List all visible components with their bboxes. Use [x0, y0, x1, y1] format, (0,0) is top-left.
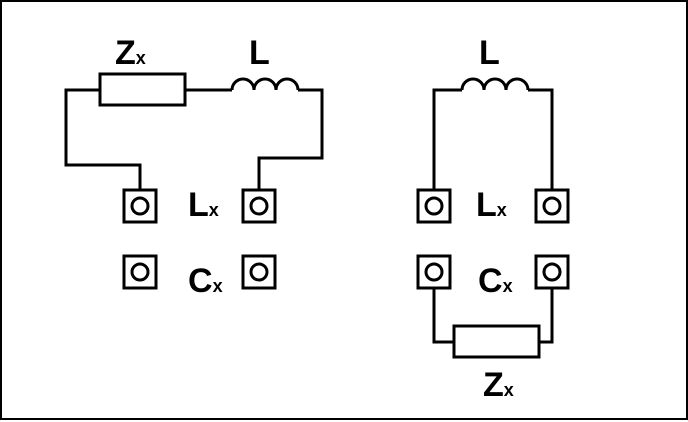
right-impedance-label: Zx	[483, 366, 514, 404]
left-wire-to-impedance	[64, 88, 142, 190]
left-cx-label: Cx	[188, 262, 223, 300]
left-terminal-lx-2	[241, 188, 277, 224]
right-lx-label: Lx	[476, 186, 507, 224]
left-terminal-lx-1	[122, 188, 158, 224]
left-inductor-coil	[230, 77, 300, 91]
left-terminal-cx-1	[122, 254, 158, 290]
right-labels: L Lx Cx Zx	[476, 34, 514, 404]
right-wire-left-to-impedance	[432, 288, 454, 344]
right-cx-label: Cx	[478, 262, 513, 300]
right-wire-impedance-to-right	[539, 288, 554, 344]
left-lx-label: Lx	[188, 186, 219, 224]
right-inductor-label: L	[479, 34, 500, 72]
left-labels: Zx L Lx Cx	[115, 34, 270, 300]
right-terminal-lx-2	[534, 188, 570, 224]
right-inductor-coil	[460, 77, 530, 91]
right-terminal-cx-2	[534, 254, 570, 290]
left-inductor-label: L	[249, 34, 270, 72]
left-impedance-label: Zx	[115, 34, 146, 72]
right-wire-left-to-inductor	[432, 88, 462, 190]
right-circuit	[416, 77, 570, 359]
left-terminal-cx-2	[241, 254, 277, 290]
right-terminal-lx-1	[416, 188, 452, 224]
left-circuit	[64, 72, 324, 290]
right-wire-inductor-to-right	[528, 88, 554, 190]
left-wire-inductor-to-terminal	[257, 88, 324, 190]
right-impedance-resistor	[452, 324, 541, 359]
right-terminal-cx-1	[416, 254, 452, 290]
left-impedance-resistor	[98, 72, 187, 107]
